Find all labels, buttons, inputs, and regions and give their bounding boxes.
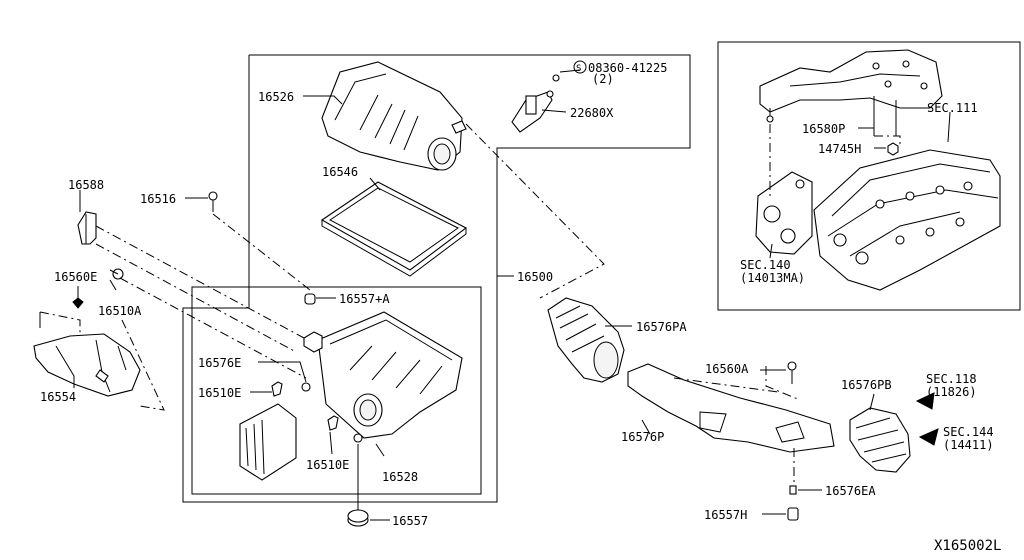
svg-text:S: S	[576, 64, 581, 74]
bolt-16510a	[109, 268, 124, 280]
grommet-16557	[347, 509, 369, 527]
callout-16557h: 16557H	[704, 508, 747, 522]
clip-16510e-lower	[327, 415, 339, 431]
nut-14745h	[887, 142, 899, 156]
callout-sec140-sub: (14013MA)	[740, 271, 805, 285]
air-hose-16576pb	[849, 392, 939, 473]
callout-16576ea: 16576EA	[825, 484, 876, 498]
bracket-16588	[77, 211, 97, 245]
callout-16516: 16516	[140, 192, 176, 206]
callout-16580p: 16580P	[802, 122, 845, 136]
callout-sec118: SEC.118	[926, 372, 977, 386]
resonator-16554	[33, 333, 141, 397]
air-duct-16576pa	[547, 297, 625, 383]
grommet-16557a	[304, 293, 316, 305]
air-cleaner-lower-case	[303, 311, 463, 443]
callout-16576p: 16576P	[621, 430, 664, 444]
clip-16560e	[72, 297, 84, 309]
pad-16510e	[239, 403, 297, 481]
callout-sec144: SEC.144	[943, 425, 994, 439]
callout-sec144-sub: (14411)	[943, 438, 994, 452]
callout-16588: 16588	[68, 178, 104, 192]
bolt-16560a	[787, 361, 797, 384]
callout-16510a: 16510A	[98, 304, 142, 318]
grommet-16557h	[787, 507, 799, 521]
callout-16560e: 16560E	[54, 270, 97, 284]
assembly-frame-16500	[182, 41, 1021, 503]
clip-16576e	[301, 382, 311, 392]
callout-sec111: SEC.111	[927, 101, 978, 115]
bolt-16516	[208, 191, 218, 212]
mass-airflow-sensor	[511, 74, 560, 133]
air-pipe-16576p	[627, 363, 835, 453]
callout-16526: 16526	[258, 90, 294, 104]
s-mark-icon: S	[573, 60, 587, 74]
clip-16576ea	[789, 485, 797, 495]
callout-08360: 08360-41225	[588, 61, 667, 75]
callout-16528: 16528	[382, 470, 418, 484]
callout-16576pb: 16576PB	[841, 378, 892, 392]
callout-16510e-2: 16510E	[306, 458, 349, 472]
callout-16557a: 16557+A	[339, 292, 390, 306]
clip-16510e-upper	[271, 381, 283, 397]
dashed-guide-lines	[39, 123, 901, 486]
callout-08360-qty: (2)	[592, 72, 614, 86]
cylinder-head-sec111	[813, 149, 1001, 291]
air-filter-element	[320, 181, 468, 277]
callout-16576e: 16576E	[198, 356, 241, 370]
air-cleaner-upper-cover	[321, 61, 467, 171]
callout-16560a: 16560A	[705, 362, 749, 376]
callout-16554: 16554	[40, 390, 76, 404]
callout-14745h: 14745H	[818, 142, 861, 156]
callout-16500: 16500	[517, 270, 553, 284]
callout-16576pa: 16576PA	[636, 320, 687, 334]
callout-16546: 16546	[322, 165, 358, 179]
exhaust-manifold-sec140	[755, 171, 813, 255]
callout-16510e-1: 16510E	[198, 386, 241, 400]
callout-sec140: SEC.140	[740, 258, 791, 272]
heat-shield-16580p	[759, 49, 943, 136]
diagram-id: X165002L	[934, 538, 1001, 554]
callout-16557: 16557	[392, 514, 428, 528]
leader-lines	[39, 69, 951, 521]
callout-22680x: 22680X	[570, 106, 614, 120]
callout-sec118-sub: (11826)	[926, 385, 977, 399]
